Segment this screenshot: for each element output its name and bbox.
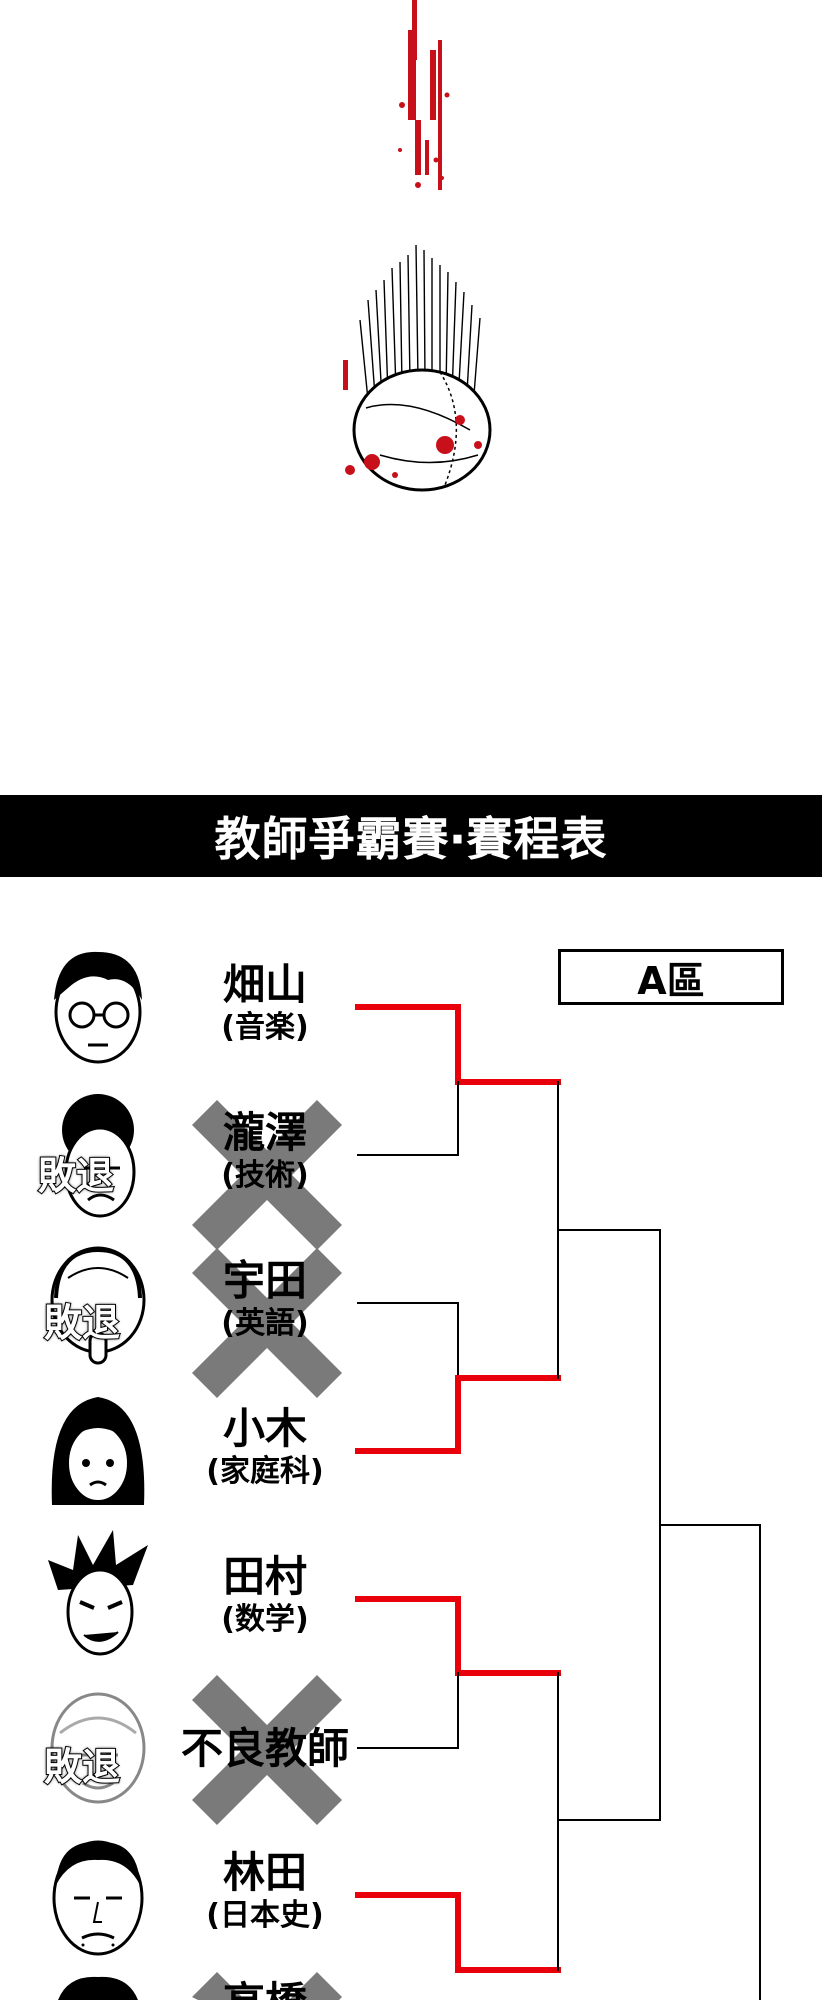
loser-line-uda: [357, 1302, 459, 1379]
entry-subject: (英語): [221, 1306, 309, 1341]
entry-subject: (日本史): [206, 1898, 324, 1933]
entry-1: 畑山 (音楽): [180, 960, 350, 1046]
loser-line-furyo: [357, 1672, 459, 1749]
blood-trail-icon: [398, 0, 450, 190]
entry-name: 小木: [222, 1404, 307, 1453]
entry-subject: (数学): [221, 1602, 309, 1637]
entry-subject: (家庭科): [206, 1454, 324, 1489]
entry-name: 畑山: [222, 960, 307, 1009]
winner-line-tamura: [355, 1596, 561, 1676]
bracket-title: 教師爭霸賽‧賽程表: [214, 812, 608, 866]
winner-line-hatayama: [355, 1004, 561, 1085]
eliminated-x-mark: [192, 1972, 342, 2000]
baseball-icon: [343, 360, 492, 492]
face-spiky-hair-icon: [48, 1530, 148, 1656]
speed-lines-icon: [359, 244, 481, 421]
winner-line-hayashida: [355, 1892, 561, 1973]
eliminated-x-mark: [192, 1248, 342, 1398]
face-glasses-icon: [54, 951, 142, 1064]
semi-link-a: [557, 1229, 661, 1526]
face-bob-hair-icon: [51, 1397, 145, 1505]
entry-name: 宇田: [222, 1256, 307, 1305]
eliminated-label: 敗退: [37, 1153, 115, 1199]
eliminated-x-mark: [192, 1100, 342, 1250]
entry-5: 田村 (数学): [180, 1552, 350, 1638]
face-afro-icon: [62, 1094, 136, 1218]
entry-7: 林田 (日本史): [180, 1848, 350, 1934]
falling-baseball-illustration: [343, 0, 492, 492]
entry-2: 瀧澤 (技術): [180, 1108, 350, 1194]
entry-name: 田村: [222, 1552, 307, 1601]
eliminated-label: 敗退: [43, 1300, 121, 1346]
eliminated-x-mark: [192, 1675, 342, 1825]
face-bald-icon: [50, 1692, 146, 1804]
winner-line-ogi: [355, 1375, 561, 1454]
entry-name: 瀧澤: [222, 1108, 307, 1157]
entry-name: 林田: [222, 1848, 307, 1897]
entry-6: 不良教師: [180, 1724, 350, 1774]
eliminated-label: 敗退: [43, 1744, 121, 1790]
region-a-label: A區: [558, 949, 784, 1005]
bracket-title-banner: 教師爭霸賽‧賽程表: [0, 795, 822, 877]
entry-3: 宇田 (英語): [180, 1256, 350, 1342]
semi-link-b: [557, 1524, 661, 1821]
entry-subject: (音楽): [221, 1010, 309, 1045]
tournament-bracket: [355, 1004, 761, 2000]
entry-name: 不良教師: [180, 1724, 349, 1773]
loser-line-takizawa: [357, 1081, 459, 1156]
entry-8: 高橋: [180, 1978, 350, 2000]
entry-4: 小木 (家庭科): [180, 1404, 350, 1490]
face-old-man-icon: [52, 1840, 144, 1956]
entry-name: 高橋: [180, 1978, 350, 2000]
face-tongue-icon: [50, 1246, 146, 1365]
face-partial-icon: [58, 1976, 138, 2000]
final-line: [659, 1524, 761, 2000]
entry-subject: (技術): [221, 1158, 309, 1193]
